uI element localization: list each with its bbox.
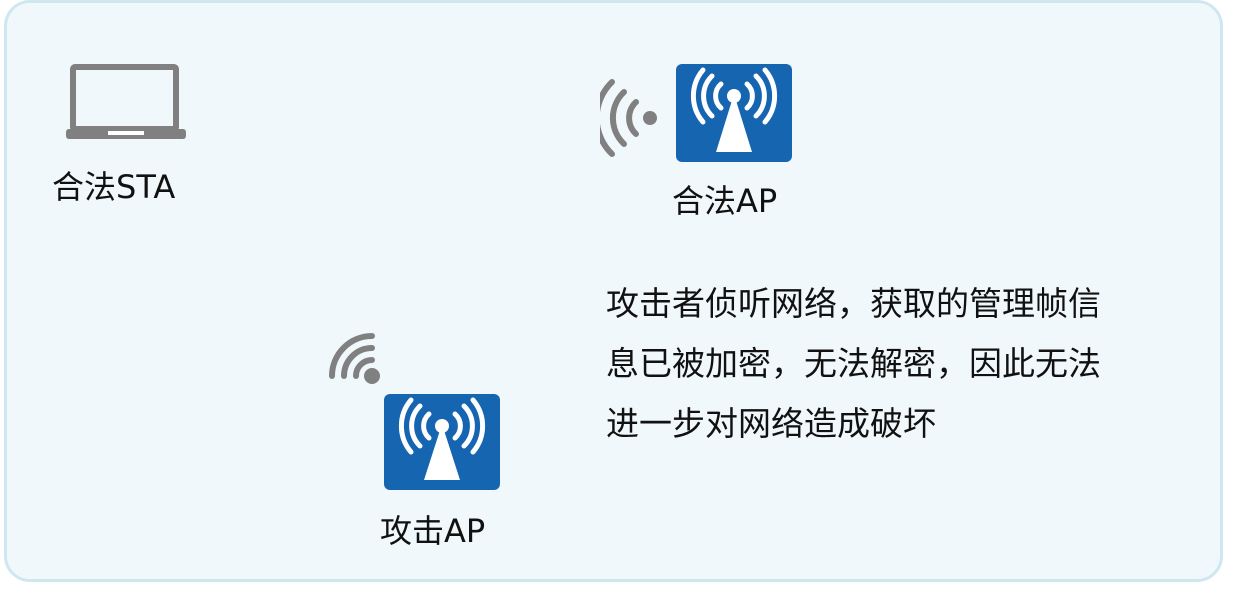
description-line: 攻击者侦听网络，获取的管理帧信 (606, 284, 1101, 323)
attack-ap-label: 攻击AP (380, 512, 486, 550)
wireless-ap-icon (676, 64, 792, 162)
wireless-ap-icon (384, 394, 500, 490)
description-line: 进一步对网络造成破坏 (606, 404, 936, 443)
attack-description: 攻击者侦听网络，获取的管理帧信 息已被加密，无法解密，因此无法 进一步对网络造成… (606, 274, 1206, 454)
signal-icon (600, 79, 657, 157)
description-line: 息已被加密，无法解密，因此无法 (606, 344, 1101, 383)
laptop-icon (66, 64, 186, 139)
legit-sta-label: 合法STA (52, 168, 176, 206)
diagram-panel (4, 0, 1223, 582)
signal-icon (329, 333, 380, 384)
legit-ap-label: 合法AP (672, 182, 778, 220)
